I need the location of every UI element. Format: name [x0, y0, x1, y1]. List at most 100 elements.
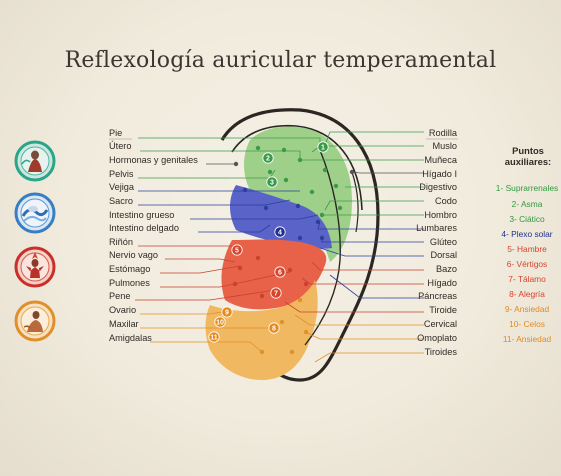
aux-point-11: 11 — [209, 332, 219, 342]
aux-item: 11- Ansiedad — [482, 334, 561, 344]
label-right-17: Tiroides — [425, 347, 457, 358]
aux-point-9: 9 — [222, 307, 232, 317]
reflex-point — [290, 350, 294, 354]
reflex-point — [243, 188, 247, 192]
reflex-point — [233, 282, 237, 286]
label-left-2: Útero — [109, 141, 131, 152]
label-right-4: Hígado I — [422, 169, 457, 180]
label-right-14: Tiroide — [429, 305, 457, 316]
aux-item: 10- Celos — [482, 319, 561, 329]
label-right-12: Hígado — [427, 278, 457, 289]
label-right-15: Cervical — [424, 319, 457, 330]
aux-point-number: 2 — [266, 155, 270, 162]
aux-item: 9- Ansiedad — [482, 304, 561, 314]
aux-point-1: 1 — [318, 142, 328, 152]
label-right-13: Páncreas — [418, 291, 457, 302]
reflex-point — [350, 170, 354, 174]
reflex-point — [298, 236, 302, 240]
aux-point-5: 5 — [232, 245, 242, 255]
reflex-point — [320, 236, 324, 240]
aux-point-number: 4 — [278, 229, 282, 236]
aux-point-number: 5 — [235, 247, 239, 254]
label-right-1: Rodilla — [429, 128, 457, 139]
reflex-point — [338, 206, 342, 210]
label-right-6: Codo — [435, 196, 457, 207]
aux-point-8: 8 — [269, 323, 279, 333]
reflex-point — [282, 148, 286, 152]
label-left-14: Ovario — [109, 305, 136, 316]
reflex-point — [284, 178, 288, 182]
label-left-3: Hormonas y genitales — [109, 155, 198, 166]
reflex-point — [260, 350, 264, 354]
aux-point-4: 4 — [275, 227, 285, 237]
aux-point-2: 2 — [263, 153, 273, 163]
label-left-4: Pelvis — [109, 169, 134, 180]
label-left-12: Pulmones — [109, 278, 150, 289]
reflex-point — [304, 282, 308, 286]
reflex-point — [323, 168, 327, 172]
aux-point-3: 3 — [267, 177, 277, 187]
aux-legend-title: Puntos auxiliares: — [498, 145, 558, 167]
label-right-10: Dorsal — [430, 250, 457, 261]
label-left-11: Estómago — [109, 264, 150, 275]
label-left-5: Vejiga — [109, 182, 134, 193]
aux-item: 2- Asma — [482, 199, 561, 209]
label-left-15: Maxilar — [109, 319, 139, 330]
aux-point-number: 10 — [216, 319, 224, 326]
aux-point-number: 3 — [270, 179, 274, 186]
label-right-5: Digestivo — [419, 182, 457, 193]
reflex-point — [298, 298, 302, 302]
aux-point-number: 11 — [210, 334, 218, 341]
label-right-9: Glúteo — [430, 237, 457, 248]
aux-point-number: 8 — [272, 325, 276, 332]
aux-item: 8- Alegría — [482, 289, 561, 299]
label-right-7: Hombro — [424, 210, 457, 221]
aux-item: 5- Hambre — [482, 244, 561, 254]
aux-item: 3- Ciático — [482, 214, 561, 224]
reflex-point — [256, 256, 260, 260]
label-left-10: Nervio vago — [109, 250, 158, 261]
reflex-point — [280, 320, 284, 324]
reflex-point — [238, 266, 242, 270]
reflex-point — [296, 204, 300, 208]
aux-item: 6- Vértigos — [482, 259, 561, 269]
reflex-point — [234, 162, 238, 166]
label-left-8: Intestino delgado — [109, 223, 179, 234]
aux-point-number: 7 — [274, 290, 278, 297]
label-right-2: Muslo — [432, 141, 457, 152]
reflex-point — [334, 184, 338, 188]
aux-item: 1- Suprarrenales — [482, 183, 561, 193]
aux-point-6: 6 — [275, 267, 285, 277]
label-right-11: Bazo — [436, 264, 457, 275]
reflex-point — [268, 170, 272, 174]
label-right-16: Omoplato — [417, 333, 457, 344]
label-right-8: Lumbares — [416, 223, 457, 234]
label-left-9: Riñón — [109, 237, 133, 248]
label-left-16: Amigdalas — [109, 333, 152, 344]
label-left-7: Intestino grueso — [109, 210, 174, 221]
aux-title-line-1: Puntos — [498, 145, 558, 156]
reflex-point — [320, 213, 324, 217]
reflex-point — [304, 330, 308, 334]
aux-point-number: 1 — [321, 144, 325, 151]
aux-item: 4- Plexo solar — [482, 229, 561, 239]
reflex-point — [316, 220, 320, 224]
label-right-3: Muñeca — [424, 155, 457, 166]
reflex-point — [256, 146, 260, 150]
aux-point-number: 9 — [225, 309, 229, 316]
reflex-point — [298, 158, 302, 162]
aux-point-number: 6 — [278, 269, 282, 276]
reflex-point — [260, 294, 264, 298]
reflex-point — [264, 206, 268, 210]
aux-item: 7- Tálamo — [482, 274, 561, 284]
label-left-1: Pie — [109, 128, 122, 139]
aux-title-line-2: auxiliares: — [498, 156, 558, 167]
label-left-13: Pene — [109, 291, 130, 302]
reflex-point — [288, 268, 292, 272]
aux-point-7: 7 — [271, 288, 281, 298]
aux-point-10: 10 — [215, 317, 225, 327]
reflex-point — [310, 190, 314, 194]
label-left-6: Sacro — [109, 196, 133, 207]
